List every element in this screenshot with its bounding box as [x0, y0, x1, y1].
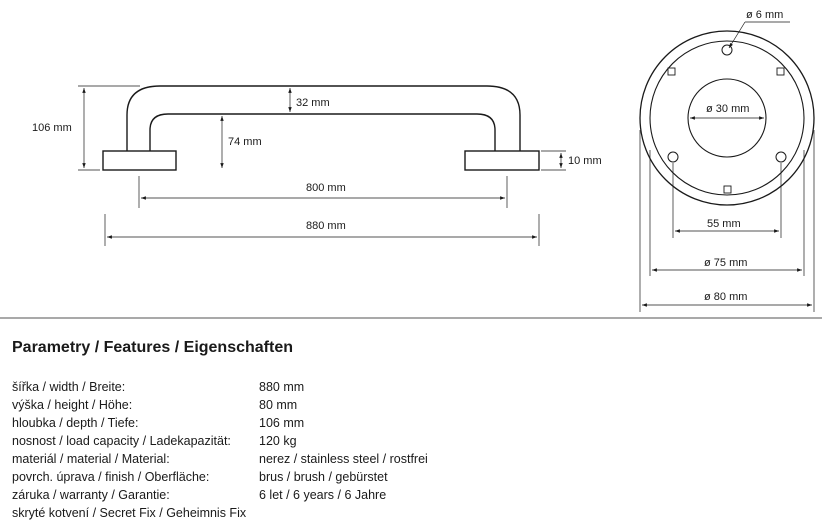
dimension-length-label: 880 mm — [306, 220, 346, 232]
screw-hole — [721, 44, 733, 56]
feature-label: výška / height / Höhe: — [12, 398, 133, 412]
feature-value: brus / brush / gebürstet — [259, 470, 388, 484]
table-row: výška / height / Höhe: 80 mm — [12, 396, 428, 414]
table-row: hloubka / depth / Tiefe: 106 mm — [12, 414, 428, 432]
table-row: materiál / material / Material: nerez / … — [12, 450, 428, 468]
technical-drawing: 106 mm 32 mm 74 mm 10 mm 800 mm 880 mm — [0, 9, 822, 319]
flange-front-view — [639, 30, 815, 206]
dimension-span — [138, 176, 508, 208]
table-row: skryté kotvení / Secret Fix / Geheimnis … — [12, 504, 428, 522]
feature-label: šířka / width / Breite: — [12, 380, 126, 394]
feature-label: materiál / material / Material: — [12, 452, 170, 466]
feature-label: záruka / warranty / Garantie: — [12, 488, 170, 502]
screw-hole — [775, 151, 787, 163]
feature-value: 120 kg — [259, 434, 297, 448]
locator-mark — [776, 67, 785, 76]
dimension-80-label: ø 80 mm — [704, 291, 747, 303]
feature-value: 6 let / 6 years / 6 Jahre — [259, 488, 387, 502]
dimension-hole — [728, 21, 790, 49]
dimension-75-label: ø 75 mm — [704, 257, 747, 269]
feature-value: 880 mm — [259, 380, 305, 394]
feature-label: hloubka / depth / Tiefe: — [12, 416, 139, 430]
feature-value: 80 mm — [259, 398, 298, 412]
flange-center-circle — [687, 78, 767, 158]
feature-label: skryté kotvení / Secret Fix / Geheimnis … — [12, 506, 247, 520]
right-foot — [464, 150, 540, 171]
dimension-foot-label: 10 mm — [568, 155, 602, 167]
dimension-inner-label: ø 30 mm — [706, 103, 749, 115]
bar-outer-profile — [126, 85, 521, 151]
dimension-75 — [649, 150, 805, 276]
table-row: záruka / warranty / Garantie: 6 let / 6 … — [12, 486, 428, 504]
dimension-span-label: 800 mm — [306, 182, 346, 194]
locator-mark — [723, 185, 732, 194]
features-heading: Parametry / Features / Eigenschaften — [12, 339, 293, 356]
grab-bar-side-view — [102, 85, 540, 171]
feature-label: povrch. úprava / finish / Oberfläche: — [12, 470, 210, 484]
screw-hole — [667, 151, 679, 163]
dimension-length — [104, 214, 540, 246]
dimension-inner-height-label: 74 mm — [228, 136, 262, 148]
table-row: šířka / width / Breite: 880 mm — [12, 378, 428, 396]
feature-label: nosnost / load capacity / Ladekapazität: — [12, 434, 231, 448]
flange-rim-circle — [649, 40, 805, 196]
dimension-foot — [541, 150, 566, 171]
table-row: povrch. úprava / finish / Oberfläche: br… — [12, 468, 428, 486]
feature-value: 106 mm — [259, 416, 305, 430]
dimension-55-label: 55 mm — [707, 218, 741, 230]
features-table: šířka / width / Breite: 880 mm výška / h… — [12, 378, 428, 522]
dimension-gap-label: 32 mm — [296, 97, 330, 109]
feature-value: nerez / stainless steel / rostfrei — [259, 452, 428, 466]
dimension-hole-label: ø 6 mm — [746, 9, 783, 21]
feature-value — [259, 504, 428, 522]
dimension-height-label: 106 mm — [32, 122, 72, 134]
left-foot — [102, 150, 177, 171]
dimension-55 — [672, 163, 782, 238]
table-row: nosnost / load capacity / Ladekapazität:… — [12, 432, 428, 450]
bar-inner-profile — [149, 113, 496, 151]
dimension-80 — [639, 130, 815, 312]
flange-outer-circle — [639, 30, 815, 206]
locator-mark — [667, 67, 676, 76]
dimension-height — [78, 85, 140, 171]
